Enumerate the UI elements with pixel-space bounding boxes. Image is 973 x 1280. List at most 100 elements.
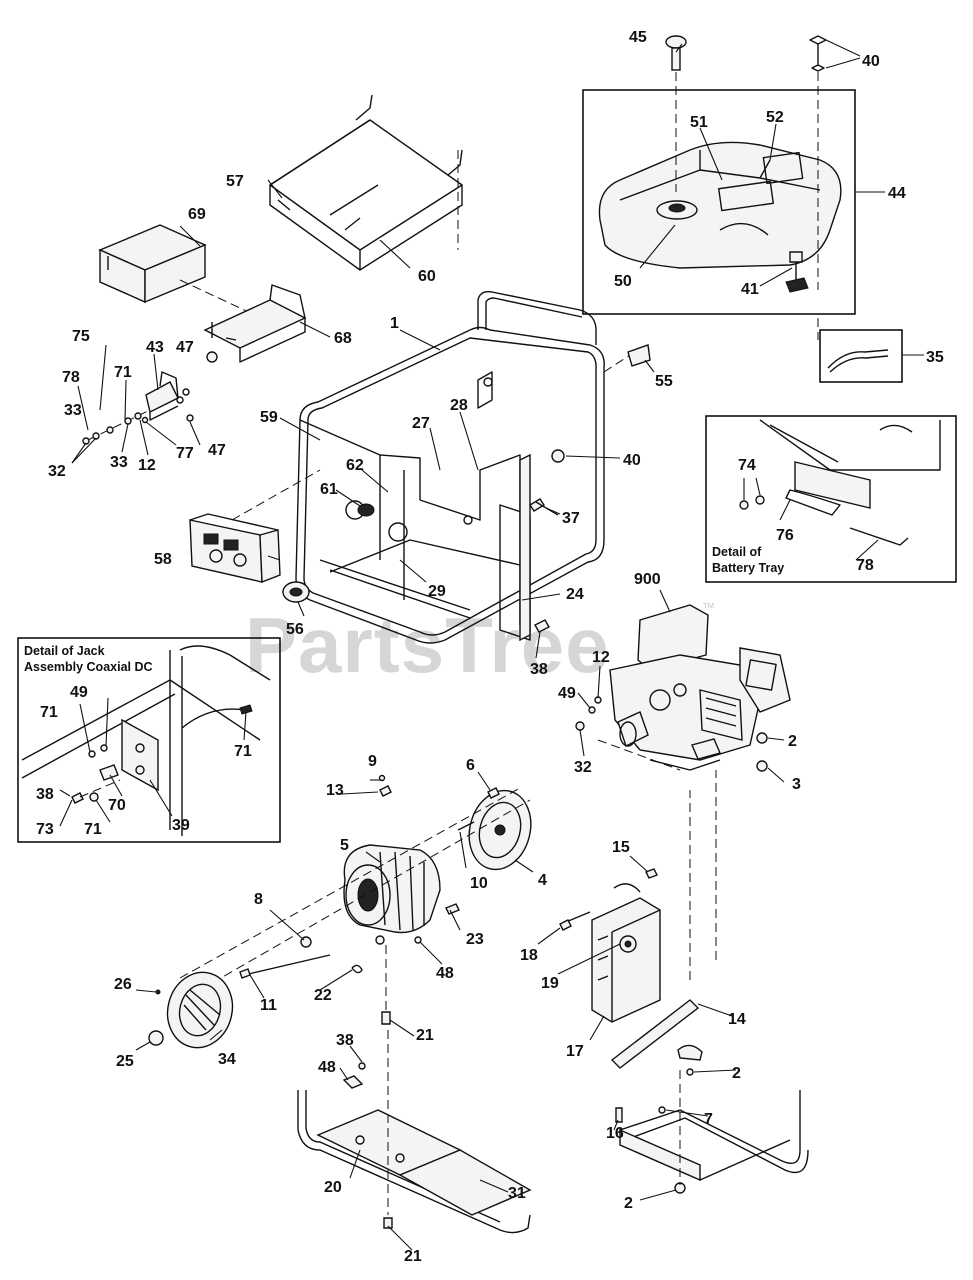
- muffler-bracket-14: [610, 770, 717, 1069]
- callout-2-mount: 2: [732, 1065, 741, 1082]
- callout-6: 6: [466, 757, 475, 774]
- callout-50: 50: [614, 273, 632, 290]
- trademark-symbol: ™: [702, 600, 715, 615]
- callout-21-bottom: 21: [404, 1248, 422, 1265]
- callout-41: 41: [741, 281, 759, 298]
- callout-39: 39: [172, 817, 190, 834]
- callout-60: 60: [418, 268, 436, 285]
- callout-18: 18: [520, 947, 538, 964]
- callout-47-top: 47: [176, 339, 194, 356]
- muffler-17: [559, 868, 661, 1023]
- battery-detail-title-line1: Detail of: [712, 545, 762, 559]
- callout-33-mid: 33: [110, 454, 128, 471]
- callout-4: 4: [538, 872, 547, 889]
- callout-73: 73: [36, 821, 54, 838]
- callout-24: 24: [566, 586, 584, 603]
- main-frame-1: [295, 290, 605, 644]
- callout-12-engine: 12: [592, 649, 610, 666]
- bolt-37: [529, 498, 559, 516]
- bolt-38-frame: [534, 619, 550, 633]
- callout-21-mid: 21: [416, 1027, 434, 1044]
- fan-cover-34: [148, 971, 234, 1049]
- callout-78-left: 78: [62, 369, 80, 386]
- callout-40-frame: 40: [623, 452, 641, 469]
- callout-12-left: 12: [138, 457, 156, 474]
- callout-57: 57: [226, 173, 244, 190]
- battery-tray-detail: [705, 415, 957, 583]
- callout-51: 51: [690, 114, 708, 131]
- fuel-tank-body: [598, 141, 842, 269]
- callout-14: 14: [728, 1011, 746, 1028]
- partstree-watermark: PartsTree: [245, 601, 610, 689]
- callout-46: 48: [436, 965, 454, 982]
- nut-47-upper: [206, 351, 218, 363]
- base-frame-31: [297, 1030, 532, 1234]
- callout-2-engine: 2: [788, 733, 797, 750]
- battery-tray-68: [203, 284, 307, 363]
- plug-55: [627, 344, 651, 367]
- bracket-24: [519, 453, 531, 642]
- fuel-tank-assembly: [582, 35, 885, 315]
- callout-49-engine: 49: [558, 685, 576, 702]
- callout-32-left: 32: [48, 463, 66, 480]
- callout-35: 35: [926, 349, 944, 366]
- fuel-line-35: [817, 318, 924, 383]
- callout-61: 61: [320, 481, 338, 498]
- callout-48-base: 48: [318, 1059, 336, 1076]
- callout-5: 5: [340, 837, 349, 854]
- small-hardware-left: [82, 412, 194, 445]
- callout-71-jack-c: 71: [84, 821, 102, 838]
- callout-17: 17: [566, 1043, 584, 1060]
- jack-detail-title-line1: Detail of Jack: [24, 644, 105, 658]
- callout-40-top: 40: [862, 53, 880, 70]
- callout-38-jack: 38: [36, 786, 54, 803]
- fuel-tank-box: [582, 89, 856, 315]
- callout-23: 23: [466, 931, 484, 948]
- callout-32-engine: 32: [574, 759, 592, 776]
- callout-58: 58: [154, 551, 172, 568]
- control-panel-58: [189, 469, 321, 584]
- callout-59: 59: [260, 409, 278, 426]
- callout-9: 9: [368, 753, 377, 770]
- callout-28: 28: [450, 397, 468, 414]
- callout-52: 52: [766, 109, 784, 126]
- callout-13: 13: [326, 782, 344, 799]
- callout-3: 3: [792, 776, 801, 793]
- receptacle-61: [357, 503, 375, 517]
- fuel-cap-45: [665, 35, 687, 192]
- battery-detail-title-line2: Battery Tray: [712, 561, 784, 575]
- callout-labels: 45 40 51 52 44 50 41 35 57 69 60 1 68 47…: [36, 29, 944, 1265]
- callout-27: 27: [412, 415, 430, 432]
- callout-49-jack: 49: [70, 684, 88, 701]
- callout-26: 26: [114, 976, 132, 993]
- callout-45: 45: [629, 29, 647, 46]
- callout-29: 29: [428, 583, 446, 600]
- callout-37: 37: [562, 510, 580, 527]
- stator-5: [343, 844, 441, 945]
- callout-25: 25: [116, 1053, 134, 1070]
- battery-69: [98, 224, 207, 304]
- callout-43: 43: [146, 339, 164, 356]
- vibration-mount-2: [615, 1044, 703, 1123]
- callout-77: 77: [176, 445, 194, 462]
- callout-71-left: 71: [114, 364, 132, 381]
- callout-75: 75: [72, 328, 90, 345]
- callout-15: 15: [612, 839, 630, 856]
- leader-lines: [59, 43, 879, 1251]
- nut-40-frame: [551, 449, 565, 463]
- control-box-cover-60: [269, 94, 463, 271]
- engine-900: [609, 604, 791, 771]
- rear-bearing-carrier-4: [468, 789, 532, 871]
- outlet-bracket-43: [87, 371, 190, 441]
- callout-71-jack-a: 71: [40, 704, 58, 721]
- callout-7: 7: [704, 1111, 713, 1128]
- callout-56: 56: [286, 621, 304, 638]
- callout-31: 31: [508, 1185, 526, 1202]
- fuel-valve-41: [785, 251, 809, 293]
- callout-10: 10: [470, 875, 488, 892]
- callout-900: 900: [634, 571, 661, 588]
- callout-38-base: 38: [336, 1032, 354, 1049]
- callout-47-low: 47: [208, 442, 226, 459]
- callout-74: 74: [738, 457, 756, 474]
